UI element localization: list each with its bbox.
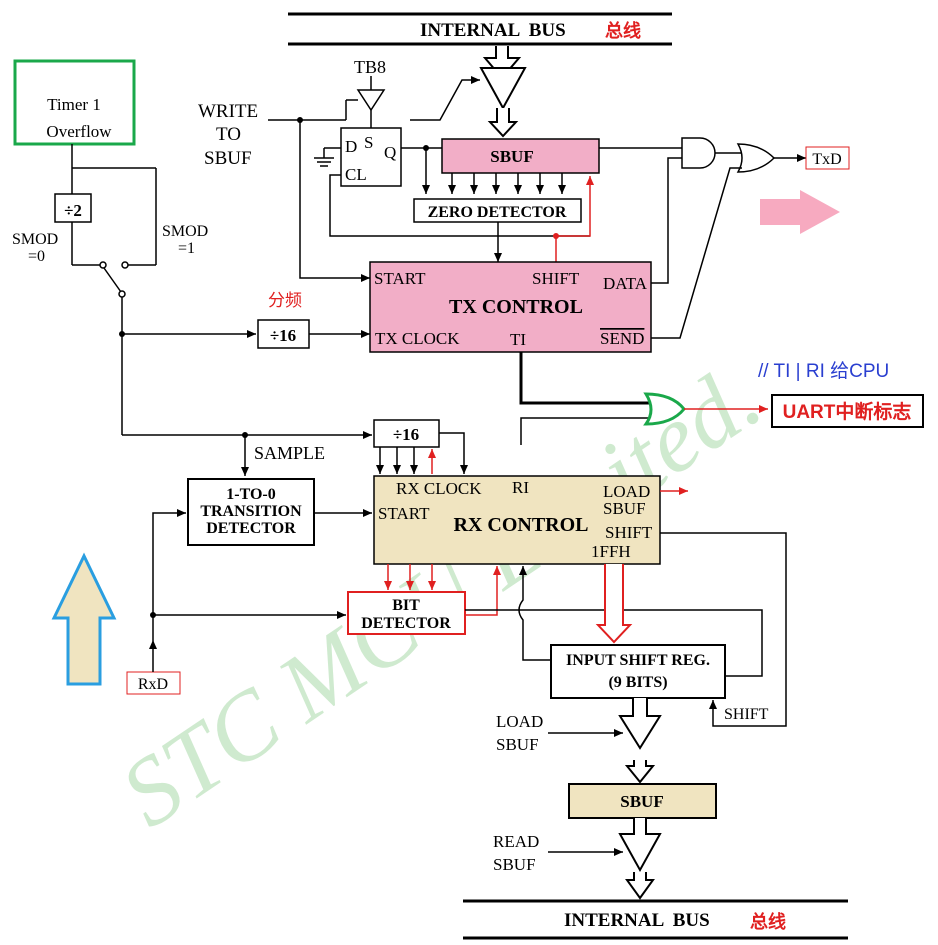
read-sbuf-label-2: SBUF — [493, 855, 536, 874]
tx-data-label: DATA — [603, 274, 648, 293]
tx-shift-label: SHIFT — [532, 269, 580, 288]
ff-d-label: D — [345, 137, 357, 156]
tb8-buffer — [356, 89, 386, 112]
sample-label: SAMPLE — [254, 443, 325, 463]
div16-rx-label: ÷16 — [393, 425, 419, 444]
overflow-label: Overflow — [46, 122, 112, 141]
rx-control-block — [373, 475, 661, 565]
rx-sbuf-label: SBUF — [603, 499, 646, 518]
uart-interrupt-flag-box — [771, 394, 924, 428]
txd-pin-box — [805, 146, 850, 170]
sbuf-to-bus-arrow — [618, 818, 662, 900]
rx-load-label: LOAD — [603, 482, 650, 501]
timer1-overflow-box — [13, 59, 136, 146]
ff-s-label: S — [364, 133, 373, 152]
read-sbuf-label-1: READ — [493, 832, 539, 851]
tx-ti-label: TI — [510, 330, 526, 349]
transition-label-1: 1-TO-0 — [226, 486, 275, 503]
shiftreg-to-sbuf-arrow — [618, 698, 662, 784]
tx-control-title: TX CONTROL — [449, 296, 583, 318]
smod1-value: =1 — [178, 240, 195, 257]
tx-send-label: SEND — [600, 329, 644, 348]
rx-ri-label: RI — [512, 478, 529, 497]
write-label: WRITE — [198, 101, 258, 122]
sbuf-rx-register — [568, 783, 717, 819]
fenpin-label: 分频 — [268, 291, 302, 310]
div2-box — [54, 193, 92, 223]
bit-detector — [347, 591, 466, 635]
smod0-label: SMOD — [12, 231, 58, 248]
input-shift-register — [550, 644, 726, 699]
rx-shift-label: SHIFT — [605, 523, 653, 542]
ti-ri-or-gate — [643, 392, 686, 426]
ti-ri-comment: // TI | RI 给CPU — [758, 360, 889, 382]
transition-detector — [187, 478, 315, 546]
and-gate — [681, 137, 716, 169]
sbuf-tx-label: SBUF — [490, 147, 533, 166]
sbuf-rx-label: SBUF — [620, 792, 663, 811]
ff-cl-label: CL — [345, 165, 367, 184]
rx-1ffh-label: 1FFH — [591, 542, 631, 561]
transition-label-3: DETECTOR — [206, 520, 296, 537]
rxd-label: RxD — [138, 676, 168, 693]
timer1-label: Timer 1 — [47, 95, 101, 114]
rx-clock-label: RX CLOCK — [396, 479, 482, 498]
txd-label: TxD — [812, 151, 841, 168]
input-shift-label-2: (9 BITS) — [608, 674, 667, 691]
ff-q-label: Q — [384, 143, 396, 162]
to-label: TO — [216, 124, 241, 145]
uart-interrupt-flag-label: UART中断标志 — [783, 400, 912, 423]
div16-tx-label: ÷16 — [270, 326, 296, 345]
txd-direction-arrow — [760, 190, 840, 234]
div2-label: ÷2 — [64, 201, 82, 220]
tx-control-block — [369, 261, 652, 353]
div16-rx-box — [373, 419, 440, 448]
or-gate — [736, 143, 776, 173]
rx-control-title: RX CONTROL — [453, 514, 588, 536]
sbuf-tx-register — [441, 138, 600, 174]
shift-feedback-label: SHIFT — [724, 706, 769, 723]
tb8-label: TB8 — [354, 57, 386, 77]
d-flipflop — [340, 127, 402, 187]
top-bus-cn-label: 总线 — [605, 20, 641, 41]
rxd-direction-arrow — [51, 552, 117, 686]
load-sbuf-label-2: SBUF — [496, 735, 539, 754]
transition-label-2: TRANSITION — [200, 503, 302, 520]
rx-start-label: START — [378, 504, 430, 523]
bottom-bus-cn-label: 总线 — [750, 911, 786, 932]
zero-detector-label: ZERO DETECTOR — [428, 204, 567, 221]
sbuf-write-label: SBUF — [204, 148, 252, 169]
bus-to-sbuf-arrow — [479, 46, 527, 138]
bit-detector-label-2: DETECTOR — [361, 615, 451, 632]
smod1-label: SMOD — [162, 223, 208, 240]
tx-start-label: START — [374, 269, 426, 288]
tx-clock-label: TX CLOCK — [375, 329, 460, 348]
smod-switch — [103, 267, 122, 293]
ground-icon — [314, 147, 341, 167]
input-shift-label-1: INPUT SHIFT REG. — [566, 652, 710, 669]
smod0-value: =0 — [28, 248, 45, 265]
top-bus-label: INTERNAL BUS — [420, 20, 566, 41]
rx-load-hollow-arrow — [595, 564, 633, 644]
load-sbuf-label-1: LOAD — [496, 712, 543, 731]
bit-detector-label-1: BIT — [392, 597, 420, 614]
bottom-bus-label: INTERNAL BUS — [564, 910, 710, 931]
